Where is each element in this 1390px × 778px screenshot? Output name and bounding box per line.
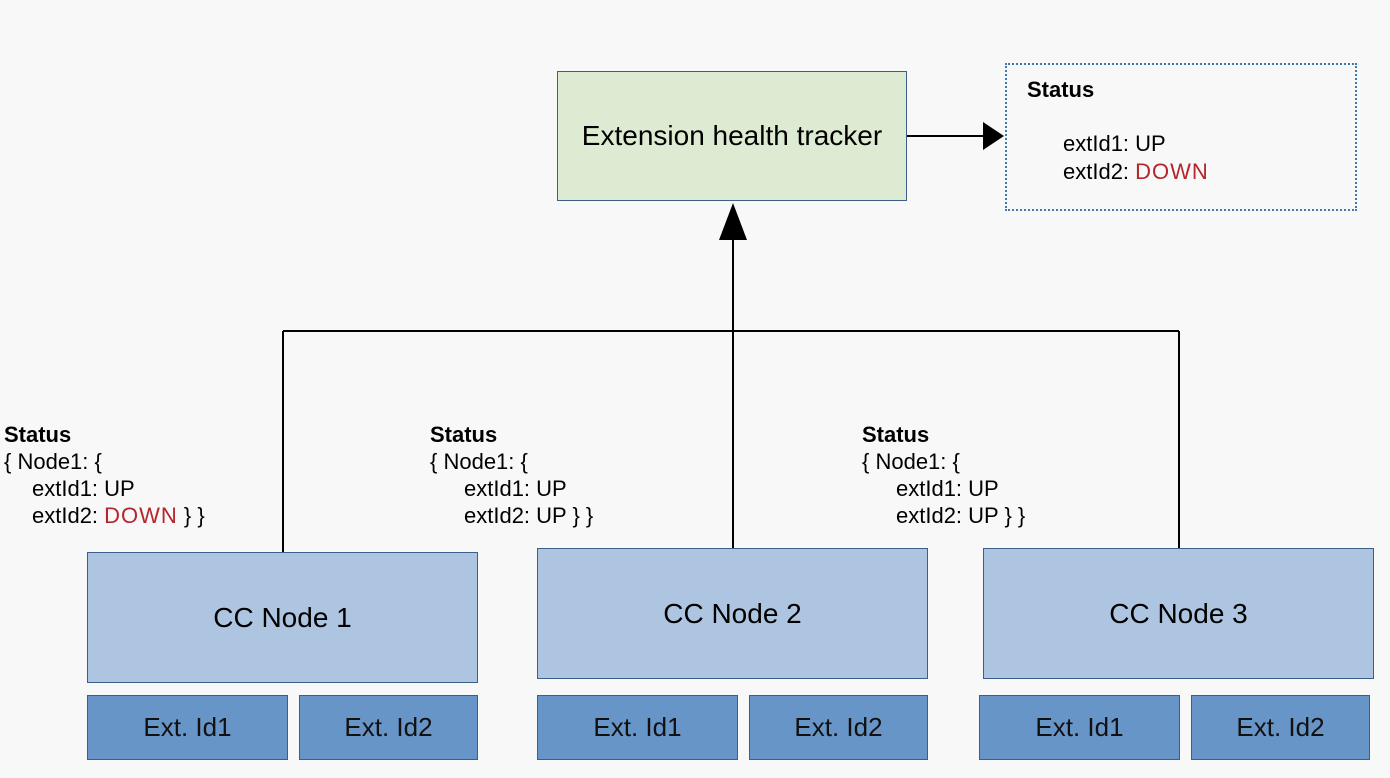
node3-ext-id2-label: Ext. Id2 <box>1236 712 1325 742</box>
node3-status-close: } } <box>998 503 1026 528</box>
aggregate-status-ext1: extId1: UP <box>1063 131 1166 157</box>
node1-status-text: Status { Node1: { extId1: UP extId2: DOW… <box>4 421 205 529</box>
node1-ext-id2-label: Ext. Id2 <box>344 712 433 742</box>
cc-node-1: CC Node 1 <box>87 552 478 683</box>
node1-status-close: } } <box>177 503 205 528</box>
node2-status-text: Status { Node1: { extId1: UP extId2: UP … <box>430 421 593 529</box>
node1-status-ext2-value: DOWN <box>104 503 178 528</box>
node1-ext-id1-label: Ext. Id1 <box>143 712 232 742</box>
node1-status-ext1: extId1: UP <box>32 476 135 501</box>
node1-ext-id2: Ext. Id2 <box>299 695 478 760</box>
cc-node-1-label: CC Node 1 <box>213 601 352 633</box>
node3-status-ext2-value: UP <box>968 503 999 528</box>
aggregate-ext2-value: DOWN <box>1135 159 1209 184</box>
arrowhead-up-to-tracker <box>719 203 747 240</box>
tracker-label: Extension health tracker <box>581 120 883 151</box>
aggregate-status-title: Status <box>1027 77 1095 102</box>
node3-status-open: { Node1: { <box>862 449 960 474</box>
node3-ext-id1-label: Ext. Id1 <box>1035 712 1124 742</box>
aggregate-status-box: Status extId1: UP extId2: DOWN <box>1005 63 1357 211</box>
node2-ext-id1-label: Ext. Id1 <box>593 712 682 742</box>
cc-node-2-label: CC Node 2 <box>663 597 802 629</box>
node3-status-ext2-key: extId2: <box>896 503 969 528</box>
cc-node-3-label: CC Node 3 <box>1109 597 1248 629</box>
cc-node-3: CC Node 3 <box>983 548 1374 679</box>
node2-status-close: } } <box>566 503 594 528</box>
node3-ext-id1: Ext. Id1 <box>979 695 1180 760</box>
node2-status-ext2-value: UP <box>536 503 567 528</box>
extension-health-tracker-box: Extension health tracker <box>557 71 907 201</box>
node2-ext-id1: Ext. Id1 <box>537 695 738 760</box>
node2-ext-id2: Ext. Id2 <box>749 695 928 760</box>
node1-status-title: Status <box>4 422 72 447</box>
node2-status-open: { Node1: { <box>430 449 528 474</box>
node2-status-ext2-key: extId2: <box>464 503 537 528</box>
cc-node-2: CC Node 2 <box>537 548 928 679</box>
node3-status-ext1: extId1: UP <box>896 476 999 501</box>
aggregate-ext1-value: UP <box>1135 131 1166 156</box>
node1-ext-id1: Ext. Id1 <box>87 695 288 760</box>
node2-ext-id2-label: Ext. Id2 <box>794 712 883 742</box>
node3-ext-id2: Ext. Id2 <box>1191 695 1370 760</box>
node2-status-title: Status <box>430 422 498 447</box>
aggregate-status-ext2: extId2: DOWN <box>1063 159 1209 185</box>
aggregate-ext1-key: extId1: <box>1063 131 1130 156</box>
node3-status-title: Status <box>862 422 930 447</box>
node3-status-text: Status { Node1: { extId1: UP extId2: UP … <box>862 421 1025 529</box>
aggregate-ext2-key: extId2: <box>1063 159 1130 184</box>
node1-status-open: { Node1: { <box>4 449 102 474</box>
node2-status-ext1: extId1: UP <box>464 476 567 501</box>
node1-status-ext2-key: extId2: <box>32 503 105 528</box>
arrowhead-right-to-status <box>983 122 1004 150</box>
